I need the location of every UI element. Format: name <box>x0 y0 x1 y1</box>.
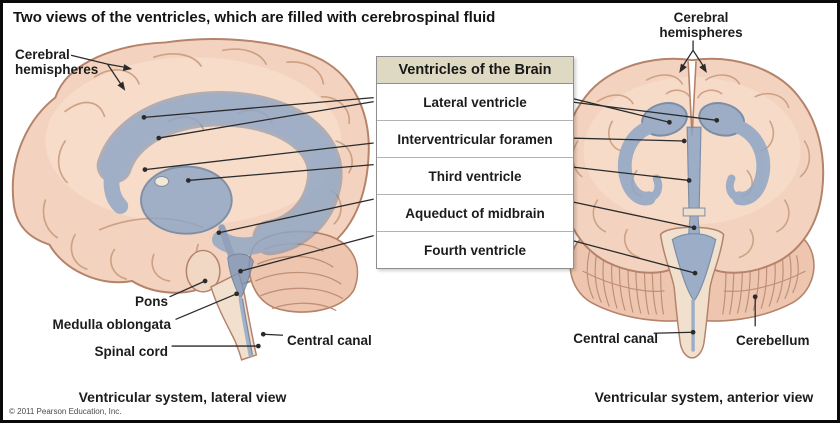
label-medulla-oblongata: Medulla oblongata <box>52 317 171 332</box>
line-third-ventricle-left <box>188 164 374 182</box>
line-third-ventricle-right <box>568 166 690 182</box>
arrow-cerebral-right-1 <box>679 63 687 73</box>
interthalamic-adhesion <box>154 176 170 187</box>
diagram-artwork <box>11 38 825 361</box>
label-central-canal-lateral: Central canal <box>287 333 372 348</box>
arrow-cerebral-left-2 <box>117 81 126 91</box>
fourth-ventricle-funnel <box>671 233 717 302</box>
line-interventricular-left <box>144 142 374 171</box>
table-row-interventricular-foramen: Interventricular foramen <box>377 121 573 158</box>
table-row-third-ventricle: Third ventricle <box>377 158 573 195</box>
line-interventricular-right <box>568 137 685 142</box>
arrow-cerebral-right-2 <box>699 63 707 73</box>
line-lateral-ventricle-left-1 <box>143 96 374 118</box>
line-fourth-ventricle-right <box>568 238 696 274</box>
line-central-canal-right <box>653 331 694 334</box>
leader-lines <box>70 40 756 347</box>
label-cerebral-hemispheres-lateral: Cerebral hemispheres <box>15 47 99 77</box>
central-canal-shape <box>238 296 253 357</box>
ventricles-table: Ventricles of the Brain Lateral ventricl… <box>376 56 574 269</box>
line-aqueduct-left <box>218 198 374 234</box>
anterior-horn-shape <box>103 155 129 214</box>
table-row-fourth-ventricle: Fourth ventricle <box>423 242 526 258</box>
label-central-canal-anterior: Central canal <box>573 331 658 346</box>
fourth-ventricle-shape <box>227 253 254 300</box>
line-fourth-ventricle-left <box>240 235 374 272</box>
caption-anterior-view: Ventricular system, anterior view <box>594 389 814 405</box>
anterior-ventricle-system <box>617 102 771 352</box>
leader-endpoints <box>117 63 758 349</box>
third-ventricle-shape <box>140 165 233 235</box>
copyright-notice: © 2011 Pearson Education, Inc. <box>9 407 122 416</box>
lateral-ventricle-shape <box>99 93 340 253</box>
hypothalamic-notch <box>682 207 706 217</box>
line-pons <box>169 280 206 298</box>
lateral-pons <box>185 249 221 293</box>
third-ventricle-channel <box>686 126 702 217</box>
line-central-canal-left <box>263 333 284 336</box>
arrow-cerebral-left-1 <box>122 64 133 72</box>
table-row-lateral-ventricle: Lateral ventricle <box>377 84 573 121</box>
caption-lateral-view: Ventricular system, lateral view <box>78 389 287 405</box>
line-lateral-ventricle-right-1 <box>568 97 670 123</box>
line-lateral-ventricle-left-2 <box>158 100 374 139</box>
label-cerebellum: Cerebellum <box>736 333 810 348</box>
anterior-cerebellum-striations <box>582 247 806 315</box>
lateral-brain-illustration <box>11 38 370 361</box>
ventricles-table-header: Ventricles of the Brain <box>377 57 573 84</box>
aqueduct-shape <box>218 224 236 260</box>
line-aqueduct-right <box>568 200 695 229</box>
lateral-ventricle-system <box>96 90 343 357</box>
figure-title: Two views of the ventricles, which are f… <box>13 9 496 26</box>
label-spinal-cord: Spinal cord <box>94 344 168 359</box>
label-pons: Pons <box>134 294 168 309</box>
table-row-aqueduct-of-midbrain: Aqueduct of midbrain <box>377 195 573 232</box>
label-cerebral-hemispheres-anterior: Cerebral hemispheres <box>659 10 743 40</box>
line-medulla <box>175 293 237 321</box>
line-lateral-ventricle-right-2 <box>568 100 717 121</box>
